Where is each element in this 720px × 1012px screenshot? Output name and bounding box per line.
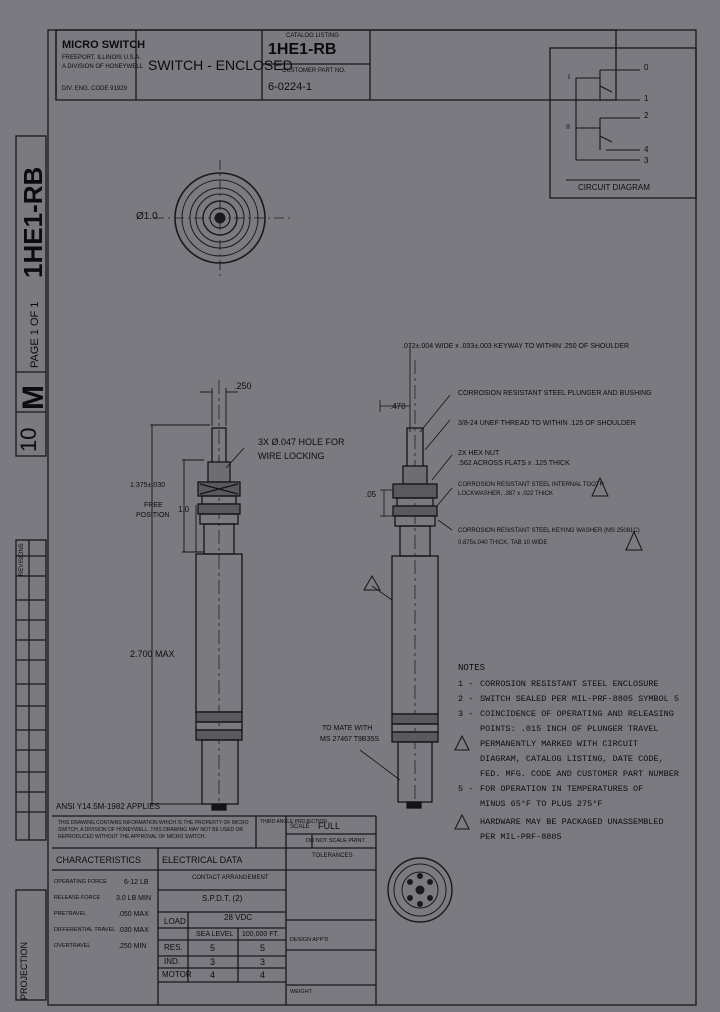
keyway-note: .072±.004 WIDE x .033±.003 KEYWAY TO WIT… xyxy=(402,343,630,350)
note-6-cont: PER MIL-PRF-8805 xyxy=(480,832,562,842)
char-row-label: PRETRAVEL xyxy=(54,911,87,917)
hole-note-line1: 3X Ø.047 HOLE FOR xyxy=(258,437,345,447)
load-label: LOAD xyxy=(164,917,186,926)
note-4: PERMANENTLY MARKED WITH CIRCUIT xyxy=(480,739,639,749)
plunger-note: CORROSION RESISTANT STEEL PLUNGER AND BU… xyxy=(458,390,652,397)
catalog-listing: 1HE1-RB xyxy=(268,41,337,58)
weight-label: WEIGHT xyxy=(290,989,312,995)
diameter-label: Ø1.0 xyxy=(136,211,158,222)
terminal-0: 0 xyxy=(644,63,649,72)
hexnut-note-line1: 2X HEX NUT xyxy=(458,450,500,457)
do-not-scale: DO NOT SCALE PRINT xyxy=(306,838,365,844)
note-2-num: 2 - xyxy=(458,694,474,704)
page-indicator: PAGE 1 OF 1 xyxy=(29,301,41,368)
engineering-code: DIV. ENG. CODE 91929 xyxy=(62,86,127,92)
note-5: FOR OPERATION IN TEMPERATURES OF xyxy=(480,784,644,794)
row-label-ind: IND. xyxy=(164,957,180,966)
res-sea-level: 5 xyxy=(210,943,216,953)
revisions-label: REVISIONS xyxy=(19,543,25,576)
listing-vertical: 1HE1-RB xyxy=(18,166,48,278)
mate-note-line1: TO MATE WITH xyxy=(322,725,373,732)
motor-sea-level: 4 xyxy=(210,970,216,980)
note-1-num: 1 - xyxy=(458,679,474,689)
hexnut-note-line2: .562 ACROSS FLATS x .125 THICK xyxy=(458,460,570,467)
overall-length: 2.700 MAX xyxy=(130,649,175,659)
res-altitude: 5 xyxy=(260,943,266,953)
scale-value: FULL xyxy=(318,821,341,831)
dim-250: .250 xyxy=(234,381,252,391)
scale-label: SCALE xyxy=(290,824,310,830)
mate-note-line2: MS 27467 T9B35S xyxy=(320,736,380,743)
contact-arrangement-label: CONTACT ARRANGEMENT xyxy=(192,875,269,881)
voltage: 28 VDC xyxy=(224,913,253,922)
dim-470: .470 xyxy=(390,402,406,411)
catalog-label: CATALOG LISTING xyxy=(286,33,339,39)
note-6: HARDWARE MAY BE PACKAGED UNASSEMBLED xyxy=(480,817,664,827)
char-row-value: 6-12 LB xyxy=(124,879,149,886)
char-row-value: 3.0 LB MIN xyxy=(116,895,152,902)
char-row-value: .030 MAX xyxy=(118,927,149,934)
note-5-cont: MINUS 65°F TO PLUS 275°F xyxy=(480,799,603,809)
char-row-label: DIFFERENTIAL TRAVEL xyxy=(54,927,116,933)
company-division: A DIVISION OF HONEYWELL xyxy=(62,64,144,70)
dim-05: .05 xyxy=(365,490,377,499)
note-4-cont1: DIAGRAM, CATALOG LISTING, DATE CODE, xyxy=(480,754,664,764)
pole-i: I xyxy=(568,74,570,81)
hole-note-line2: WIRE LOCKING xyxy=(258,451,325,461)
terminal-3: 3 xyxy=(644,156,649,165)
lockwasher-note-line2: LOCKWASHER, .387 x .022 THICK xyxy=(458,491,554,497)
col-100000ft: 100,000 FT. xyxy=(242,931,279,938)
note-3: COINCIDENCE OF OPERATING AND RELEASING xyxy=(480,709,674,719)
note-3-num: 3 - xyxy=(458,709,474,719)
thread-note: 3/8-24 UNEF THREAD TO WITHIN .125 OF SHO… xyxy=(458,420,636,427)
third-angle-label: THIRD ANGLE PROJECTION xyxy=(260,819,327,825)
dim-one: 1.0 xyxy=(178,505,190,514)
char-row-label: RELEASE FORCE xyxy=(54,895,101,901)
terminal-2: 2 xyxy=(644,111,649,120)
notes-heading: NOTES xyxy=(458,663,486,673)
keying-washer-line1: CORROSION RESISTANT STEEL KEYING WASHER … xyxy=(458,528,640,534)
contact-arrangement-value: S.P.D.T. (2) xyxy=(202,894,243,903)
motor-altitude: 4 xyxy=(260,970,266,980)
row-label-motor: MOTOR xyxy=(162,970,192,979)
proprietary-notice: THIS DRAWING CONTAINS INFORMATION WHICH … xyxy=(58,820,249,840)
keying-washer-line2: 0.875x.040 THICK, TAB 10 WIDE xyxy=(458,540,548,546)
note-5-num: 5 - xyxy=(458,784,474,794)
sheet-number: 10 xyxy=(16,427,41,452)
note-1: CORROSION RESISTANT STEEL ENCLOSURE xyxy=(480,679,659,689)
circuit-diagram-title: CIRCUIT DIAGRAM xyxy=(578,183,650,192)
ansi-note: ANSI Y14.5M-1982 APPLIES xyxy=(56,802,160,811)
company-name: MICRO SWITCH xyxy=(62,39,146,51)
customer-part-label: CUSTOMER PART NO. xyxy=(282,68,346,74)
tolerances-label: TOLERANCES xyxy=(312,853,353,859)
projection-vertical: PROJECTION xyxy=(19,941,29,1000)
company-location: FREEPORT, ILLINOIS U.S.A. xyxy=(62,55,141,61)
char-row-label: OVERTRAVEL xyxy=(54,943,91,949)
position-label: POSITION xyxy=(136,512,170,519)
free-position-dim: 1.375±.030 xyxy=(130,482,165,489)
free-label: FREE xyxy=(144,502,163,509)
note-2: SWITCH SEALED PER MIL-PRF-8805 SYMBOL 5 xyxy=(480,694,679,704)
col-sea-level: SEA LEVEL xyxy=(196,931,234,938)
drawing-title: SWITCH - ENCLOSED xyxy=(148,57,293,73)
customer-part-number: 6-0224-1 xyxy=(268,81,313,93)
drawing-size: M xyxy=(17,385,50,410)
char-row-value: .250 MIN xyxy=(118,943,147,950)
char-row-value: .050 MAX xyxy=(118,911,149,918)
characteristics-heading: CHARACTERISTICS xyxy=(56,855,142,865)
lockwasher-note-line1: CORROSION RESISTANT STEEL INTERNAL TOOTH xyxy=(458,482,604,488)
note-3-cont: POINTS: .015 INCH OF PLUNGER TRAVEL xyxy=(480,724,659,734)
row-label-res: RES. xyxy=(164,943,183,952)
terminal-1: 1 xyxy=(644,94,649,103)
ind-altitude: 3 xyxy=(260,957,266,967)
pole-ii: II xyxy=(566,124,570,131)
design-approved: DESIGN APP'D xyxy=(290,937,329,943)
terminal-4: 4 xyxy=(644,145,649,154)
note-4-cont2: FED. MFG. CODE AND CUSTOMER PART NUMBER xyxy=(480,769,679,779)
ind-sea-level: 3 xyxy=(210,957,216,967)
electrical-heading: ELECTRICAL DATA xyxy=(162,855,243,865)
char-row-label: OPERATING FORCE xyxy=(54,879,107,885)
